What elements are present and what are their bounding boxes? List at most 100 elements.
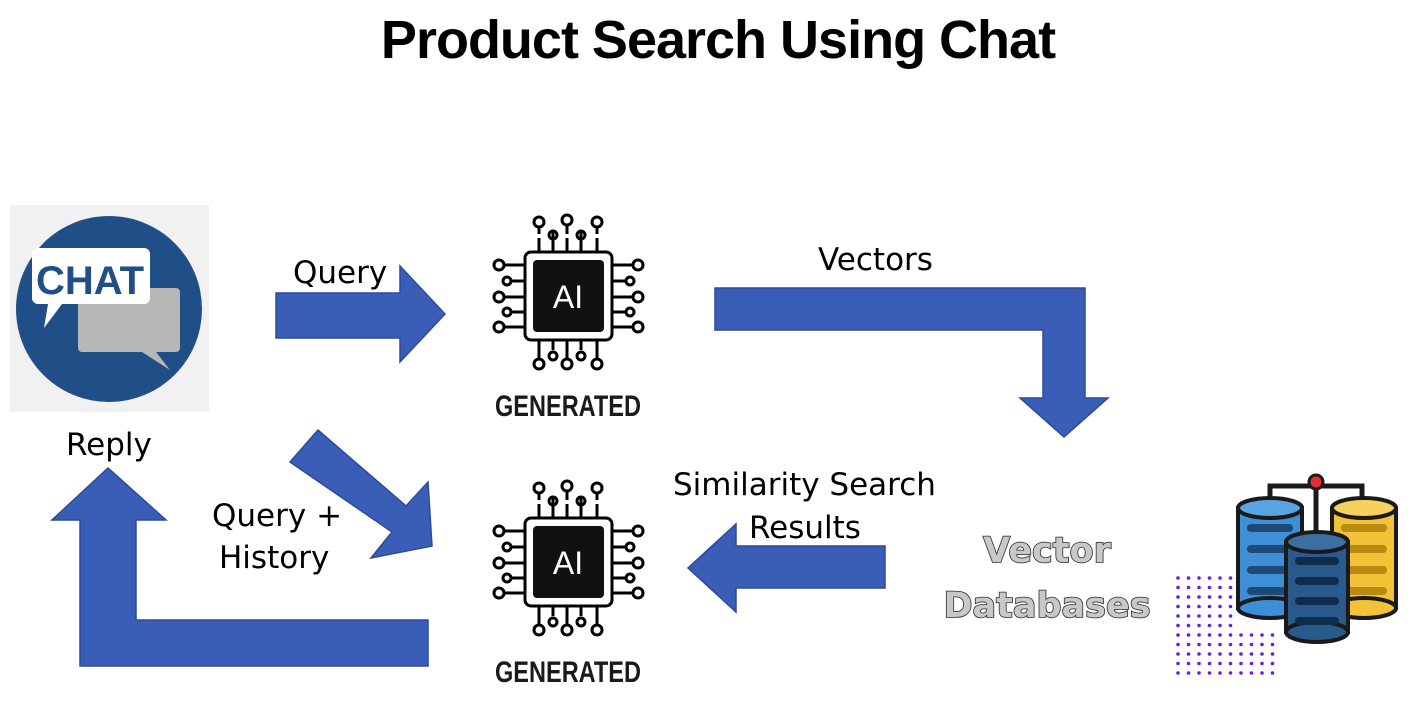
dot (1228, 614, 1233, 618)
dot (1197, 661, 1201, 666)
dot (1228, 652, 1233, 656)
similarity-results-arrow (686, 522, 886, 614)
dot (1207, 661, 1212, 666)
dot (1176, 661, 1180, 666)
dot (1207, 633, 1212, 637)
dot (1260, 642, 1264, 647)
chat-icon: CHAT (10, 205, 209, 412)
dot (1197, 671, 1201, 675)
dot (1270, 633, 1275, 637)
dot (1176, 595, 1180, 599)
dot (1249, 671, 1254, 675)
dot (1228, 585, 1233, 590)
dot (1197, 595, 1201, 599)
database-icon (1236, 473, 1398, 644)
dot (1186, 633, 1191, 637)
dot (1197, 614, 1201, 618)
dot (1249, 633, 1254, 637)
dot (1176, 652, 1180, 656)
dot (1176, 585, 1180, 590)
dot (1249, 652, 1254, 656)
dot (1186, 614, 1191, 618)
dot (1270, 671, 1275, 675)
dot (1228, 604, 1233, 609)
dot (1218, 614, 1222, 618)
dot (1176, 576, 1180, 580)
ai-chip-icon-bottom: AI GENERATED (492, 479, 645, 689)
dot (1260, 633, 1264, 637)
ai-chip-bottom-caption: GENERATED (495, 656, 641, 689)
dot (1176, 604, 1180, 609)
dot (1228, 623, 1233, 628)
dot (1186, 576, 1191, 580)
dot (1207, 585, 1212, 590)
dot (1239, 642, 1243, 647)
dot (1176, 633, 1180, 637)
dot (1218, 633, 1222, 637)
dot (1207, 671, 1212, 675)
dot (1186, 642, 1191, 647)
query-history-label-line1: Query + (212, 498, 342, 534)
dot (1260, 671, 1264, 675)
dot (1207, 576, 1212, 580)
dot (1218, 595, 1222, 599)
query-history-label-line2: History (219, 540, 329, 576)
dot (1186, 604, 1191, 609)
reply-label: Reply (66, 427, 152, 463)
dot (1228, 661, 1233, 666)
dot (1207, 595, 1212, 599)
ai-chip-top-text: AI (553, 279, 583, 315)
query-history-arrow (288, 428, 433, 560)
dot (1260, 652, 1264, 656)
dot (1197, 604, 1201, 609)
dot (1207, 604, 1212, 609)
dot (1239, 671, 1243, 675)
dot (1270, 652, 1275, 656)
dot (1249, 661, 1254, 666)
dot (1186, 623, 1191, 628)
dot (1186, 652, 1191, 656)
ai-chip-icon-top: AI GENERATED (492, 213, 645, 423)
reply-arrow (50, 466, 429, 667)
dot (1270, 661, 1275, 666)
dot (1218, 623, 1222, 628)
dot (1218, 661, 1222, 666)
dot (1197, 652, 1201, 656)
dot (1207, 623, 1212, 628)
query-arrow (275, 264, 447, 364)
dot (1218, 642, 1222, 647)
ai-chip-top-caption: GENERATED (495, 390, 641, 423)
dot (1218, 652, 1222, 656)
vector-db-label-line1: Vector (983, 531, 1111, 571)
chat-icon-text: CHAT (36, 259, 144, 303)
dot (1239, 633, 1243, 637)
vectors-arrow (714, 287, 1110, 439)
dot (1270, 642, 1275, 647)
dot (1260, 661, 1264, 666)
dot (1218, 585, 1222, 590)
dot (1249, 642, 1254, 647)
dot (1197, 623, 1201, 628)
dot (1228, 633, 1233, 637)
dot (1186, 661, 1191, 666)
dot (1197, 633, 1201, 637)
query-label: Query (293, 255, 387, 291)
dot (1207, 614, 1212, 618)
dot (1176, 642, 1180, 647)
dot (1176, 623, 1180, 628)
dot (1207, 652, 1212, 656)
dot (1228, 595, 1233, 599)
dot (1207, 642, 1212, 647)
dot (1239, 652, 1243, 656)
dot (1228, 671, 1233, 675)
dot (1218, 671, 1222, 675)
dot (1186, 585, 1191, 590)
similarity-label-line1: Similarity Search (673, 467, 936, 503)
vectors-label: Vectors (818, 242, 933, 278)
similarity-label-line2: Results (749, 510, 861, 546)
dot (1228, 642, 1233, 647)
dot (1197, 576, 1201, 580)
dot (1218, 576, 1222, 580)
dot (1197, 642, 1201, 647)
dot (1186, 595, 1191, 599)
